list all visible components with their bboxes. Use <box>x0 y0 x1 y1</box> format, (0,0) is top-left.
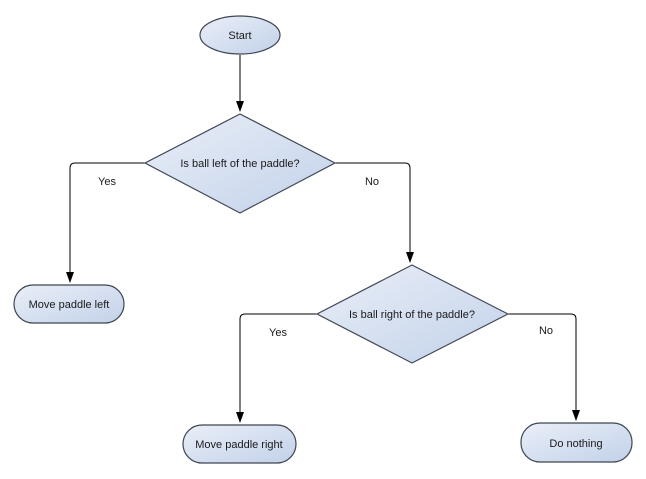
connector-decision-left-no <box>335 162 414 263</box>
move-paddle-right-label: Move paddle right <box>195 439 282 451</box>
edge-label-yes-right: Yes <box>269 327 287 339</box>
do-nothing-label: Do nothing <box>549 438 602 450</box>
start-node <box>199 15 281 55</box>
decision-ball-left-label: Is ball left of the paddle? <box>180 158 299 170</box>
connector-decision-right-yes <box>236 313 317 423</box>
move-paddle-left-node <box>13 284 125 324</box>
decision-ball-left-node <box>143 113 337 214</box>
decision-ball-right-node <box>315 264 510 364</box>
edge-label-no-left: No <box>365 176 379 188</box>
connector-decision-left-yes <box>66 162 145 283</box>
decision-ball-right-label: Is ball right of the paddle? <box>349 309 475 321</box>
start-node-label: Start <box>228 30 251 42</box>
do-nothing-node <box>520 422 633 463</box>
edge-label-no-right: No <box>539 325 553 337</box>
move-paddle-right-node <box>182 424 297 464</box>
move-paddle-left-label: Move paddle left <box>29 299 110 311</box>
connector-decision-right-no <box>508 313 580 421</box>
edge-label-yes-left: Yes <box>98 176 116 188</box>
